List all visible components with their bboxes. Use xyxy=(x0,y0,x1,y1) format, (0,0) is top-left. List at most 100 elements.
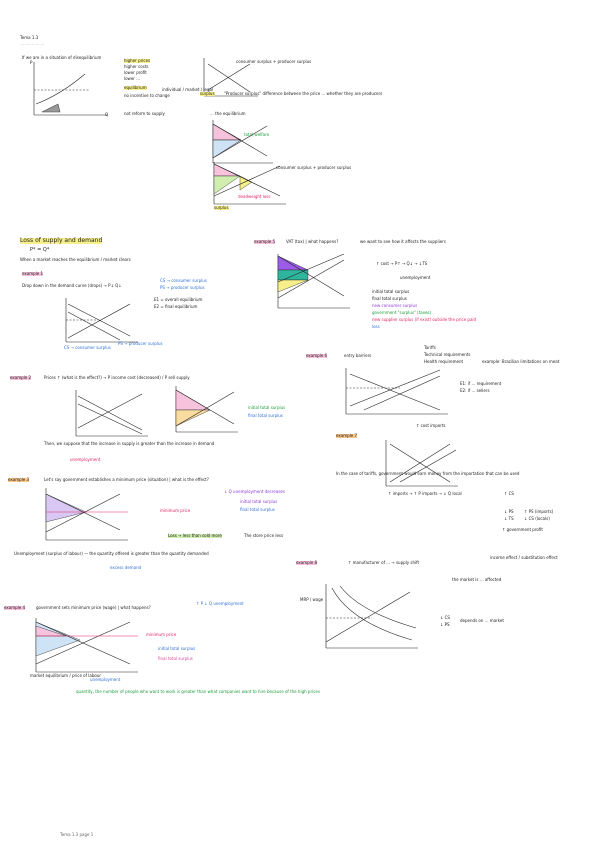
section-note: When a market reaches the equilibrium / … xyxy=(20,257,131,262)
vat-legend-item: initial total surplus xyxy=(372,289,410,294)
ex3-effect: ↓ Q unemployment decreases xyxy=(224,489,285,494)
chart-example8 xyxy=(325,584,418,649)
ex6-list-item: Technical requirements xyxy=(424,352,471,357)
ex3-loss-tail: The store price less xyxy=(244,533,284,538)
ex6-list-item: Health requirement xyxy=(424,359,464,364)
surplus-sub: ... the equilibrium xyxy=(210,111,246,116)
no-incentive-note: no incentive to change xyxy=(124,93,170,98)
ex4-unemp: unemployment xyxy=(90,677,121,682)
example-tag: example 7 xyxy=(336,433,358,438)
example-text: VAT (tax) | what happens? xyxy=(286,239,339,244)
page-title: Tema 1.3 xyxy=(20,35,39,40)
ex8-tail: the market is ... affected xyxy=(452,577,502,582)
legend-ps: PS → producer surplus xyxy=(160,285,205,290)
surplus-tag-bottom: surplus xyxy=(214,205,229,210)
ex7-left: In the case of tariffs, government would… xyxy=(336,471,520,476)
chart-example1 xyxy=(65,298,138,343)
ex4-left-note: market equilibrium / price of labour xyxy=(30,673,102,678)
surplus-text: "Producer surplus" difference between th… xyxy=(224,91,383,96)
ex6-e1: E1: if ... requirement xyxy=(460,381,502,386)
chart-vat xyxy=(277,253,350,309)
example-text: government sets minimum price (wage) | w… xyxy=(36,605,151,610)
page-subtitle: ... ... ... ... ... xyxy=(20,41,45,46)
deadweight-note: consumer surplus + producer surplus xyxy=(276,165,352,170)
axis-label-q: Q xyxy=(105,112,109,117)
chart-example4 xyxy=(35,618,138,673)
equilibrium-label: equilibrium xyxy=(124,85,147,90)
ex4-effect: ↑ P ↓ Q unemployment xyxy=(196,601,244,606)
example-tag: example 3 xyxy=(8,477,30,482)
ex3-initial: initial total surplus xyxy=(240,499,278,504)
ex3-final: final total surplus xyxy=(240,507,275,512)
chart-example6 xyxy=(345,368,448,415)
example-tag: example 6 xyxy=(306,353,328,358)
ex6-e2: E2: if ... sellers xyxy=(460,388,490,393)
ex7-right-item: ↓ CS (locals) xyxy=(524,516,550,521)
example-text: entry barriers xyxy=(344,353,372,358)
ex3-excess: excess demand xyxy=(110,565,142,570)
vat-legend-item: loss xyxy=(372,324,380,329)
chart-deadweight xyxy=(213,162,286,205)
legend-e2: E2 = final equilibrium xyxy=(154,304,198,309)
ex2-bottom: Then, we suppose that the increase in su… xyxy=(44,441,215,446)
ex2-unemp: unemployment xyxy=(70,457,101,462)
ex6-example: example: Brazilian limitations on meat xyxy=(482,359,560,364)
section-title: Loss of supply and demand xyxy=(20,237,103,244)
example-text: ↑ cost imports xyxy=(416,423,446,428)
example-text: Let's say government establishes a minim… xyxy=(44,477,209,482)
ex3-side-note: Unemployment (surplus of labour) — the q… xyxy=(14,551,209,556)
list-item: higher costs xyxy=(124,64,149,69)
total-welfare-note: total welfare xyxy=(244,132,270,137)
ex7-chain: ↑ imports → ↑ P imports → ↓ Q local xyxy=(388,491,462,496)
sellers-note: individual / market / legal xyxy=(162,87,214,92)
example-tag: example 4 xyxy=(4,605,26,610)
chart-note-blue: CS → consumer surplus xyxy=(64,345,111,350)
chart-example7 xyxy=(385,440,458,487)
ex7-list-item: ↓ PS xyxy=(504,509,514,514)
ex8-left: MRP / wage xyxy=(300,597,324,602)
ex8-side2: depends on ... market xyxy=(460,618,504,623)
page-footer: Tema 1.3 page 1 xyxy=(60,832,94,837)
chart-example3 xyxy=(45,488,128,541)
intro-text: If we are in a situation of disequilibri… xyxy=(22,55,102,60)
ex8-side-item: ↓ CS xyxy=(440,615,450,620)
ex4-min-price: minimum price xyxy=(146,632,177,637)
ex4-final: final total surplus xyxy=(158,656,193,661)
ex7-list-item: ↑ CS xyxy=(504,491,514,496)
example-text: Drop down in the demand curve (drops) → … xyxy=(22,283,122,288)
example-tag: example 8 xyxy=(296,560,318,565)
ex2-final: final total surplus xyxy=(248,413,283,418)
section-formula: P* = Q* xyxy=(30,247,50,253)
ex4-green-note: quantity, the number of people who want … xyxy=(76,689,320,694)
note-chart-top: consumer surplus + producer surplus xyxy=(236,59,312,64)
ex7-list-item: ↓ TS xyxy=(504,516,514,521)
ex3-min-price: minimum price xyxy=(160,508,191,513)
vat-legend-item: new consumer surplus xyxy=(372,303,418,308)
example-text: Prices ↑ (what is the effect?) → P incom… xyxy=(44,375,190,380)
list-item: higher prices xyxy=(124,58,151,63)
vat-hint: we want to see how it affects the suppli… xyxy=(360,239,446,244)
vat-legend-item: new supplier surplus (if exist) outside … xyxy=(372,317,477,322)
chart-example2-b xyxy=(175,386,238,433)
chart-disequilibrium xyxy=(33,62,108,116)
chart-note-blue2: PS → producer surplus xyxy=(118,341,163,346)
ex6-list-item: Tariffs xyxy=(424,345,436,350)
ex7-gov: ↑ government profit xyxy=(502,527,543,532)
legend-e1: E1 = overall equilibrium xyxy=(154,297,203,302)
vat-legend-item: government "surplus" (taxes) xyxy=(372,310,432,315)
deadweight-loss-label: deadweight loss xyxy=(238,194,271,199)
example-tag: example 2 xyxy=(10,375,32,380)
surplus-tag: surplus xyxy=(200,91,215,96)
ex4-initial: initial total surplus xyxy=(158,646,196,651)
example-text: ↑ manufacturer of ... → supply shift xyxy=(348,560,420,565)
list-item: lower profit xyxy=(124,70,147,75)
chart-example2-a xyxy=(75,390,148,437)
ex7-right-item: ↑ PS (imports) xyxy=(524,509,554,514)
vat-unemp: unemployment xyxy=(400,275,431,280)
axis-label-p: P xyxy=(30,60,33,65)
ex8-side-item: ↓ PS xyxy=(440,622,450,627)
legend-cs: CS → consumer surplus xyxy=(160,278,207,283)
example-tag: example 5 xyxy=(254,239,276,244)
not-reform-note: not reform to supply xyxy=(124,111,165,116)
